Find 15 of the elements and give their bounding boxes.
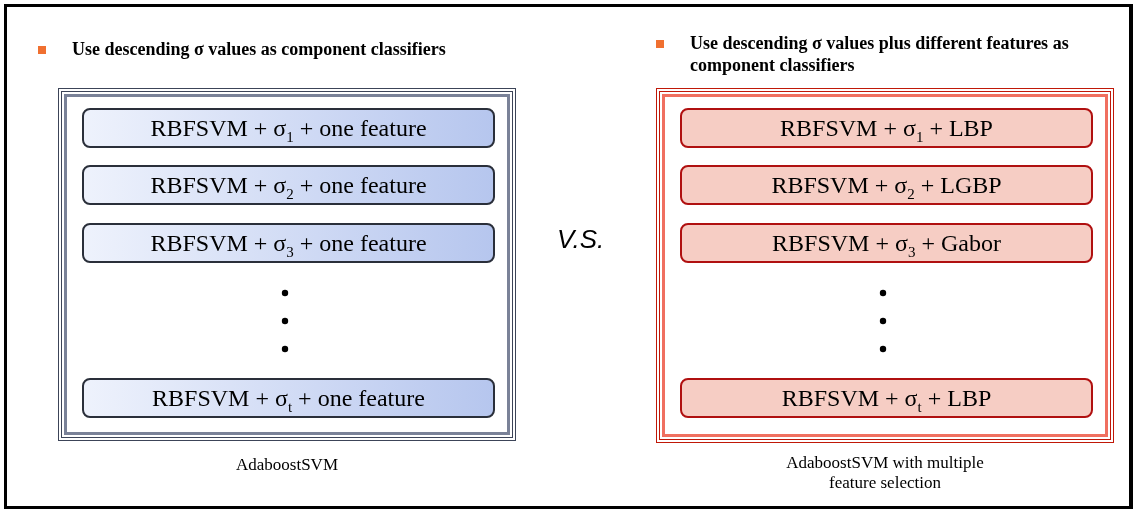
bullet-text: Use descending σ values plus different features as component classifiers — [690, 32, 1070, 76]
panel-caption: AdaboostSVM — [235, 455, 339, 475]
classifier-panel — [58, 88, 516, 441]
classifier-box: RBFSVM + σ$_{t}$ + one feature — [82, 378, 495, 418]
classifier-box: RBFSVM + σ$_{1}$ + LBP — [680, 108, 1093, 148]
classifier-box: RBFSVM + σ$_{t}$ + LBP — [680, 378, 1093, 418]
panel-caption: AdaboostSVM with multiple feature selection — [785, 453, 985, 493]
classifier-box: RBFSVM + σ$_{3}$ + one feature — [82, 223, 495, 263]
classifier-box: RBFSVM + σ$_{2}$ + one feature — [82, 165, 495, 205]
bullet-text: Use descending σ values as component classifiers — [72, 38, 447, 60]
classifier-box: RBFSVM + σ$_{1}$ + one feature — [82, 108, 495, 148]
classifier-box: RBFSVM + σ$_{2}$ + LGBP — [680, 165, 1093, 205]
classifier-panel — [656, 88, 1114, 443]
classifier-box: RBFSVM + σ$_{3}$ + Gabor — [680, 223, 1093, 263]
versus-text: V.S. — [557, 228, 605, 250]
